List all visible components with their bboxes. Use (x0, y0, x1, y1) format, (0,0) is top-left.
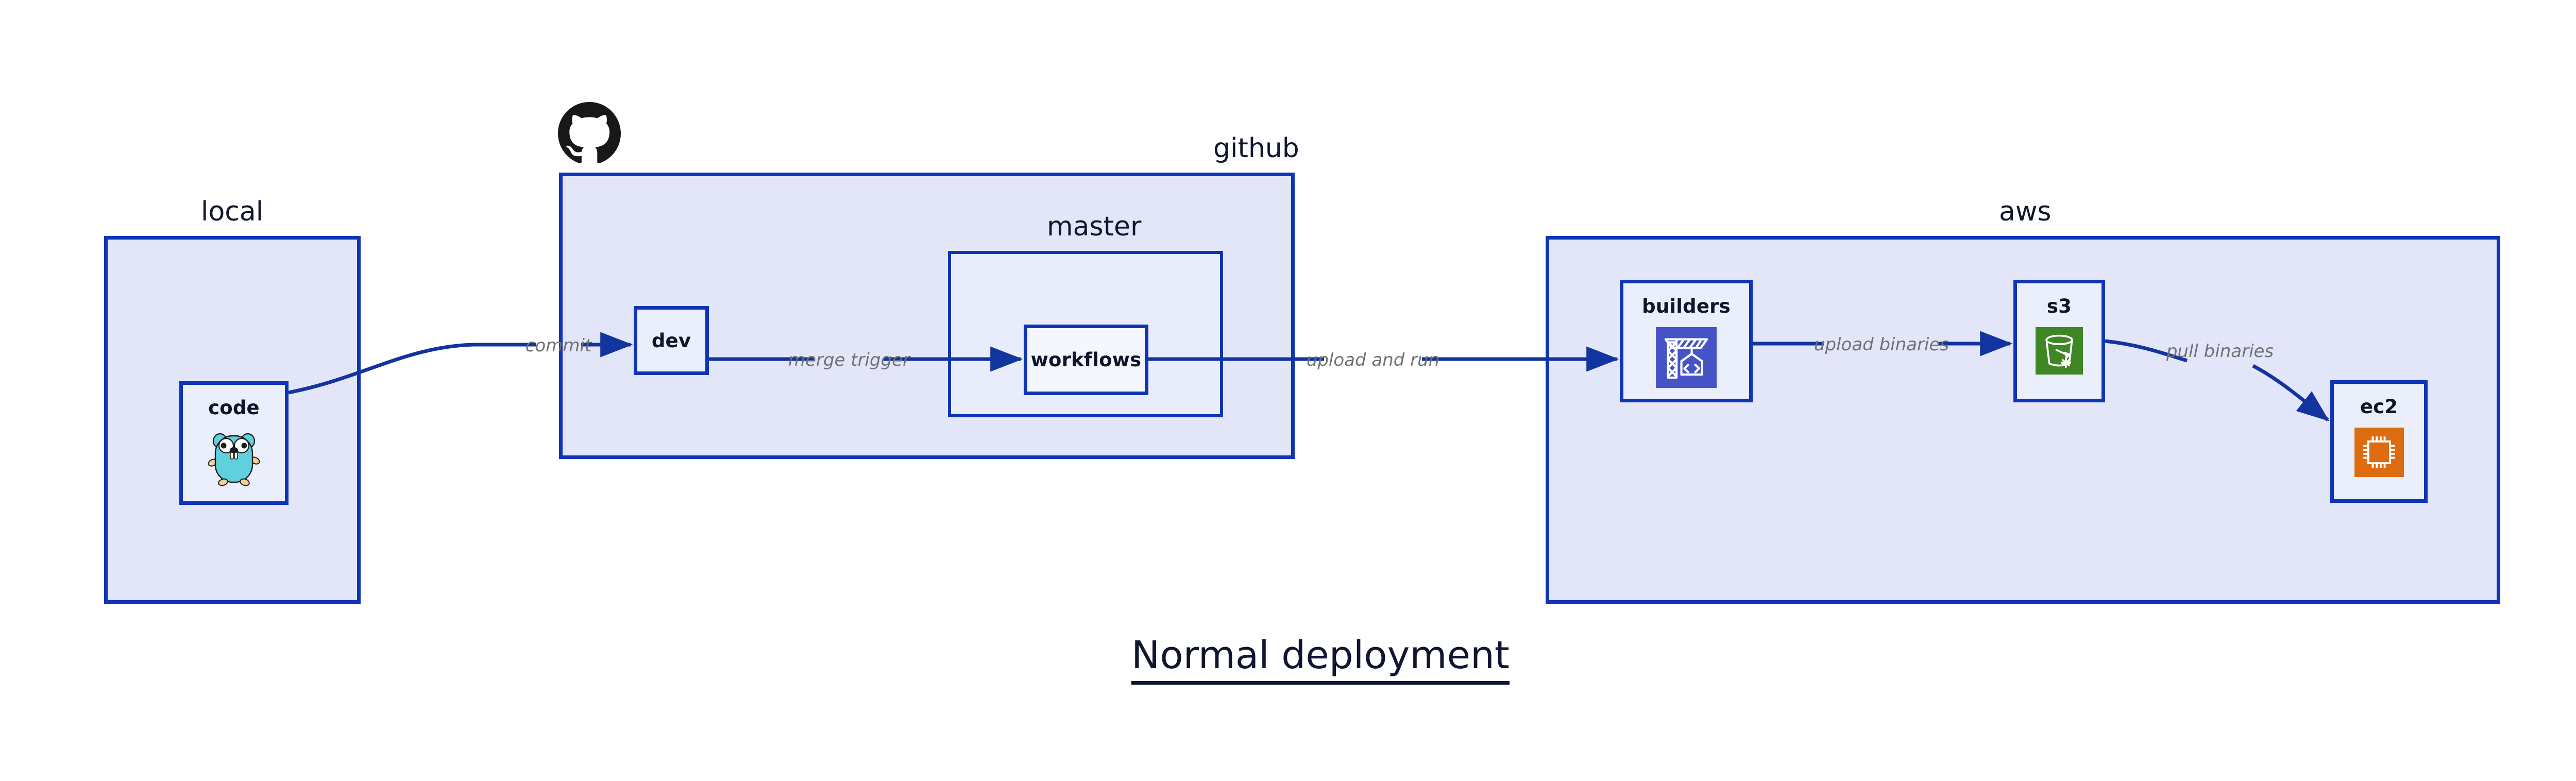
github-octocat-icon (558, 102, 621, 165)
page-title: Normal deployment (1131, 633, 1510, 685)
node-s3-label: s3 (2046, 295, 2072, 317)
cluster-local-label: local (201, 196, 264, 227)
cluster-master-label: master (1047, 211, 1142, 242)
cluster-github-label: github (1213, 133, 1299, 164)
node-code[interactable]: code (179, 381, 289, 505)
node-code-label: code (208, 397, 260, 419)
aws-s3-bucket-icon (2036, 327, 2083, 377)
go-gopher-icon (207, 429, 261, 488)
node-dev-label: dev (651, 329, 691, 352)
page-title-text: Normal deployment (1131, 633, 1510, 685)
node-builders-label: builders (1642, 295, 1731, 317)
node-dev[interactable]: dev (634, 306, 709, 375)
node-ec2[interactable]: ec2 (2330, 380, 2428, 503)
node-s3[interactable]: s3 (2013, 280, 2105, 402)
cluster-aws-label: aws (1999, 196, 2052, 227)
aws-codebuild-icon (1656, 327, 1717, 390)
node-ec2-label: ec2 (2360, 396, 2398, 418)
edge-workflows-to-builders-label: upload and run (1307, 350, 1439, 370)
node-workflows-label: workflows (1030, 349, 1142, 371)
aws-ec2-chip-icon (2354, 428, 2404, 479)
node-builders[interactable]: builders (1620, 280, 1753, 402)
node-workflows[interactable]: workflows (1024, 325, 1148, 395)
